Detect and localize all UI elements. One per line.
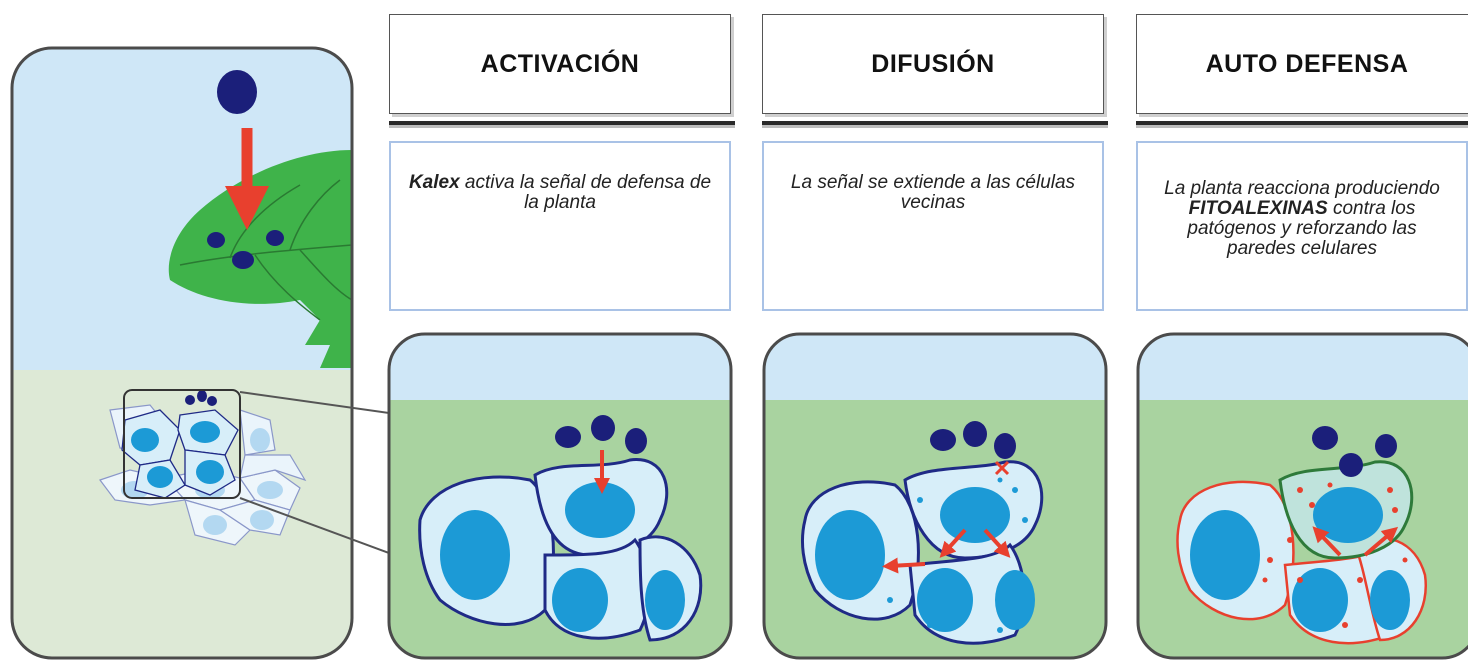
- mark-x-p2: [994, 460, 1010, 476]
- panel-activacion-frame: [387, 332, 733, 660]
- panel-difusion: [764, 334, 1106, 658]
- panel-difusion-frame: [762, 332, 1108, 660]
- nuclei-p3: [1190, 487, 1410, 632]
- molecule-p3: [1339, 453, 1363, 477]
- molecule-falling: [217, 70, 257, 114]
- molecule-small: [207, 396, 217, 406]
- molecule-small: [185, 395, 195, 405]
- overview-panel: [12, 48, 352, 658]
- phytoalexin-dots: [1262, 482, 1408, 628]
- header-rule-2: [762, 121, 1108, 125]
- arrows-p3: [1312, 526, 1399, 557]
- header-activacion: ACTIVACIÓN: [389, 14, 731, 114]
- ground-area: [12, 370, 352, 658]
- overview-frame: [10, 46, 354, 660]
- molecule-leaf: [266, 230, 284, 246]
- desc-difusion-text: La señal se extiende a las células vecin…: [790, 172, 1076, 213]
- header-difusion-label: DIFUSIÓN: [871, 49, 995, 78]
- molecule-p2: [994, 433, 1016, 459]
- zoom-nuclei: [131, 421, 224, 488]
- desc-auto-defensa-pre: La planta reacciona produciendo: [1164, 178, 1440, 199]
- molecule-p1: [555, 426, 581, 448]
- desc-activacion-text: activa la señal de defensa de la planta: [459, 172, 712, 213]
- header-rule-3: [1136, 121, 1468, 125]
- header-rule-1: [389, 121, 735, 125]
- desc-difusion: La señal se extiende a las células vecin…: [762, 141, 1104, 311]
- panel-auto-defensa-frame: [1136, 332, 1468, 660]
- header-activacion-label: ACTIVACIÓN: [480, 49, 640, 78]
- arrows-p2: [882, 528, 1011, 574]
- molecule-leaf: [207, 232, 225, 248]
- leaf-veins: [179, 179, 352, 321]
- molecule-p1: [591, 415, 615, 441]
- header-difusion: DIFUSIÓN: [762, 14, 1104, 114]
- molecule-p3: [1375, 434, 1397, 458]
- molecule-leaf: [232, 251, 254, 269]
- desc-activacion: Kalex activa la señal de defensa de la p…: [389, 141, 731, 311]
- nuclei-p1: [440, 482, 685, 632]
- desc-auto-defensa: La planta reacciona produciendo FITOALEX…: [1136, 141, 1468, 311]
- molecule-small: [197, 390, 207, 402]
- molecule-p2: [963, 421, 987, 447]
- leaf: [168, 150, 352, 368]
- molecule-p1: [625, 428, 647, 454]
- panel-auto-defensa: [1138, 334, 1468, 658]
- molecule-p2: [930, 429, 956, 451]
- panel-activacion: [389, 334, 731, 658]
- signal-dots-p2: [822, 477, 1028, 633]
- zoom-box: [123, 389, 241, 499]
- header-auto-defensa: AUTO DEFENSA: [1136, 14, 1468, 114]
- desc-auto-defensa-post: contra los patógenos y reforzando las pa…: [1187, 198, 1417, 259]
- header-auto-defensa-label: AUTO DEFENSA: [1205, 49, 1409, 78]
- molecule-p3: [1312, 426, 1338, 450]
- desc-auto-defensa-bold: FITOALEXINAS: [1188, 198, 1328, 219]
- nuclei-p2: [815, 487, 1035, 632]
- desc-activacion-bold: Kalex: [408, 172, 460, 193]
